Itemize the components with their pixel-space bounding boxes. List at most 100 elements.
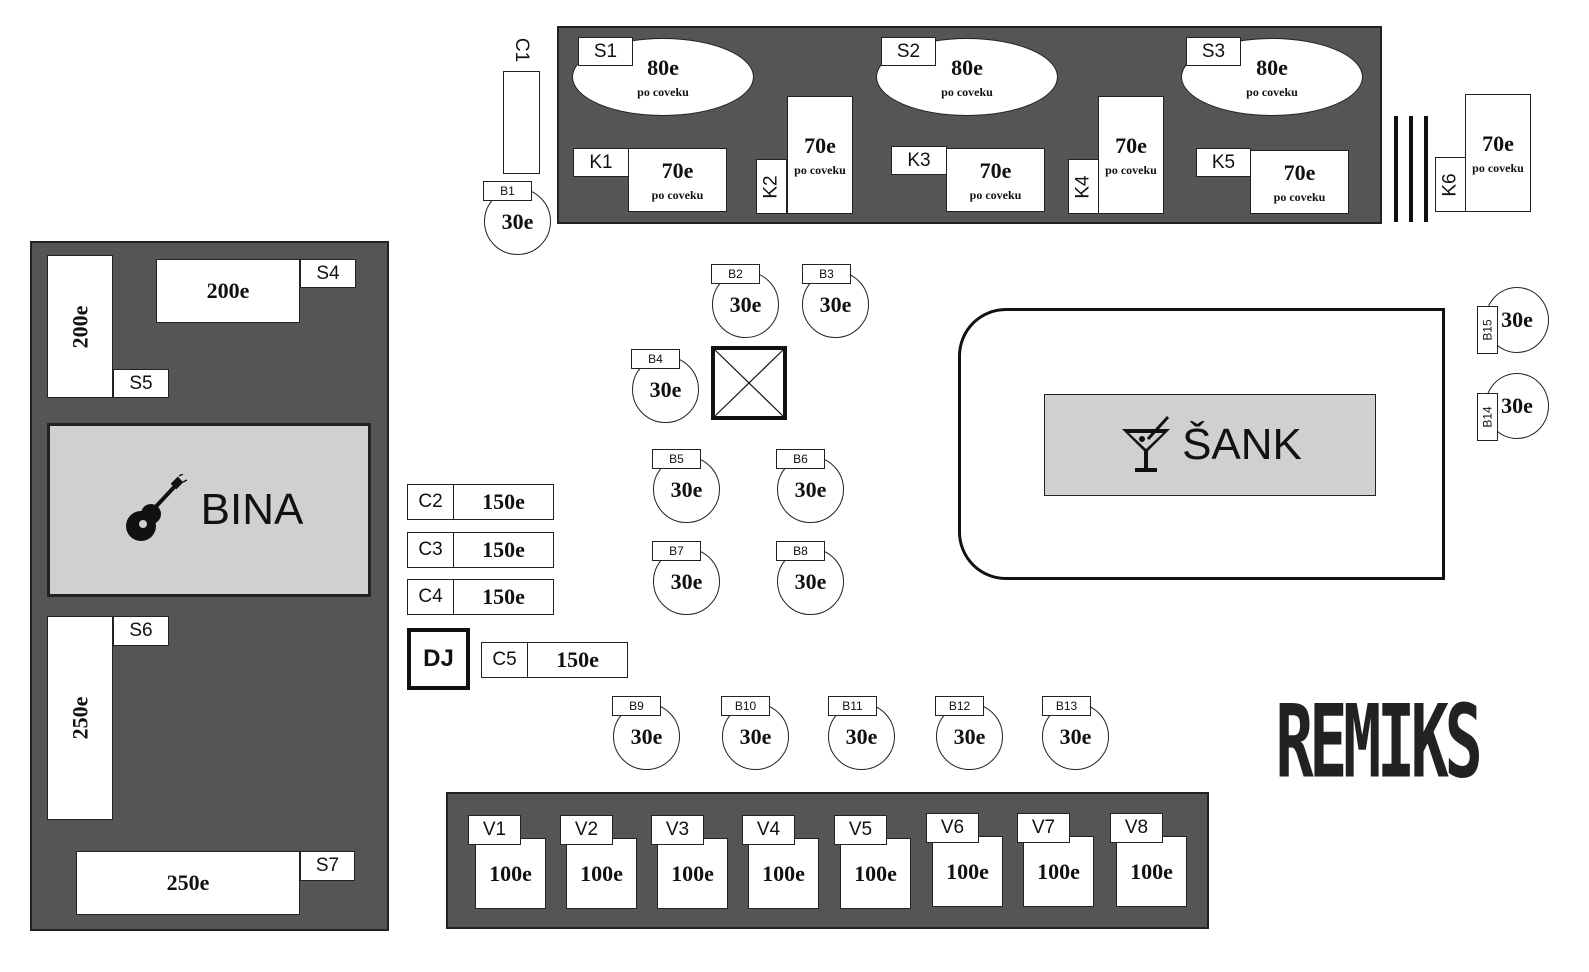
stage-label: BINA xyxy=(200,485,304,534)
table-v3-label: V3 xyxy=(651,815,704,845)
table-s5-price: 200e xyxy=(66,305,92,348)
oval-s2-label: S2 xyxy=(881,37,936,66)
table-k4-unit: po coveku xyxy=(1105,162,1157,177)
table-c5[interactable]: 150e xyxy=(527,642,628,678)
table-v8[interactable]: 100e xyxy=(1116,836,1187,907)
table-b7-price: 30e xyxy=(670,568,703,594)
table-b4-label: B4 xyxy=(631,349,680,369)
divider-line xyxy=(1394,116,1398,222)
table-b14-label: B14 xyxy=(1477,393,1498,441)
table-k2-unit: po coveku xyxy=(794,162,846,177)
table-c4-price: 150e xyxy=(482,584,525,609)
table-k5-price: 70e xyxy=(1283,159,1316,185)
table-b1-price: 30e xyxy=(501,208,534,234)
table-v7[interactable]: 100e xyxy=(1023,836,1094,907)
oval-s3-unit: po coveku xyxy=(1246,84,1298,99)
table-b1-label: B1 xyxy=(483,181,532,201)
logo-text: REMIKS xyxy=(1275,682,1483,801)
bottom-row-zone xyxy=(446,792,1209,929)
table-v4-price: 100e xyxy=(762,860,805,886)
table-k3[interactable]: 70e po coveku xyxy=(946,148,1045,212)
table-k1-label: K1 xyxy=(573,148,629,177)
table-v5-price: 100e xyxy=(854,860,897,886)
table-s5-label: S5 xyxy=(113,369,169,398)
table-k1[interactable]: 70e po coveku xyxy=(628,148,727,212)
pillar-icon xyxy=(711,346,787,420)
table-s6[interactable]: 250e xyxy=(47,616,113,820)
table-k3-label: K3 xyxy=(891,146,947,175)
table-v1-label: V1 xyxy=(468,815,521,845)
remiks-logo: REMIKS xyxy=(1248,682,1506,800)
table-v4[interactable]: 100e xyxy=(748,838,819,909)
table-b11-label: B11 xyxy=(828,696,877,716)
table-b15-id: B15 xyxy=(1480,319,1495,341)
table-v5-label: V5 xyxy=(834,815,887,845)
table-c5-price: 150e xyxy=(556,647,599,672)
table-s7[interactable]: 250e xyxy=(76,851,300,915)
table-b8-price: 30e xyxy=(794,568,827,594)
table-b10-label: B10 xyxy=(721,696,770,716)
table-v7-price: 100e xyxy=(1037,858,1080,884)
table-c5-label: C5 xyxy=(481,642,528,678)
table-v3[interactable]: 100e xyxy=(657,838,728,909)
table-s6-price: 250e xyxy=(66,696,92,740)
table-c2-label: C2 xyxy=(407,484,454,520)
table-v2-label: V2 xyxy=(560,815,613,845)
divider-line xyxy=(1409,116,1413,222)
oval-s1-unit: po coveku xyxy=(637,84,689,99)
table-s7-label: S7 xyxy=(300,851,355,881)
table-k5-label: K5 xyxy=(1196,148,1251,177)
table-k4-label: K4 xyxy=(1068,159,1099,214)
bar-label: ŠANK xyxy=(1182,420,1302,469)
table-v8-label: V8 xyxy=(1110,813,1163,843)
table-v4-label: V4 xyxy=(742,815,795,845)
table-v1[interactable]: 100e xyxy=(475,838,546,909)
table-c4[interactable]: 150e xyxy=(453,579,554,615)
table-b8-label: B8 xyxy=(776,541,825,561)
table-s4-label: S4 xyxy=(300,259,356,288)
oval-table-s3[interactable]: 80e po coveku xyxy=(1181,38,1363,116)
table-s4-price: 200e xyxy=(206,278,250,303)
table-s5[interactable]: 200e xyxy=(47,255,113,398)
table-v6[interactable]: 100e xyxy=(932,836,1003,907)
table-b12-price: 30e xyxy=(953,723,986,749)
table-b12-label: B12 xyxy=(935,696,984,716)
table-b4-price: 30e xyxy=(649,376,682,402)
table-b5-price: 30e xyxy=(670,476,703,502)
table-v1-price: 100e xyxy=(489,860,532,886)
table-v2-price: 100e xyxy=(580,860,623,886)
table-b2-price: 30e xyxy=(729,291,762,317)
table-v6-label: V6 xyxy=(926,813,979,843)
table-k2-price: 70e xyxy=(804,132,836,158)
table-b15-label: B15 xyxy=(1477,306,1498,354)
table-b6-label: B6 xyxy=(776,449,825,469)
table-c4-label: C4 xyxy=(407,579,454,615)
table-k1-price: 70e xyxy=(661,157,694,183)
dj-booth: DJ xyxy=(407,628,470,690)
bar-counter: ŠANK xyxy=(1044,394,1376,496)
table-k1-unit: po coveku xyxy=(651,187,704,202)
table-v5[interactable]: 100e xyxy=(840,838,911,909)
oval-s1-price: 80e xyxy=(647,54,679,80)
table-c2[interactable]: 150e xyxy=(453,484,554,520)
table-c3-label: C3 xyxy=(407,532,454,568)
table-b6-price: 30e xyxy=(794,476,827,502)
table-k6-id: K6 xyxy=(1439,172,1461,197)
table-v8-price: 100e xyxy=(1130,858,1173,884)
table-k5[interactable]: 70e po coveku xyxy=(1250,150,1349,214)
table-k4-id: K4 xyxy=(1072,174,1094,199)
table-s4[interactable]: 200e xyxy=(156,259,300,323)
table-v2[interactable]: 100e xyxy=(566,838,637,909)
table-k2-id: K2 xyxy=(760,174,782,199)
table-k6[interactable]: 70e po coveku xyxy=(1465,94,1531,212)
table-c3-price: 150e xyxy=(482,537,525,562)
table-c1[interactable]: C1 xyxy=(503,28,540,174)
table-k6-unit: po coveku xyxy=(1472,160,1524,175)
table-b14-id: B14 xyxy=(1480,406,1495,428)
table-s7-price: 250e xyxy=(166,870,210,895)
cocktail-icon xyxy=(1122,415,1171,472)
table-b3-price: 30e xyxy=(819,291,852,317)
table-c3[interactable]: 150e xyxy=(453,532,554,568)
table-k4[interactable]: 70e po coveku xyxy=(1098,96,1164,214)
table-k2[interactable]: 70e po coveku xyxy=(787,96,853,214)
